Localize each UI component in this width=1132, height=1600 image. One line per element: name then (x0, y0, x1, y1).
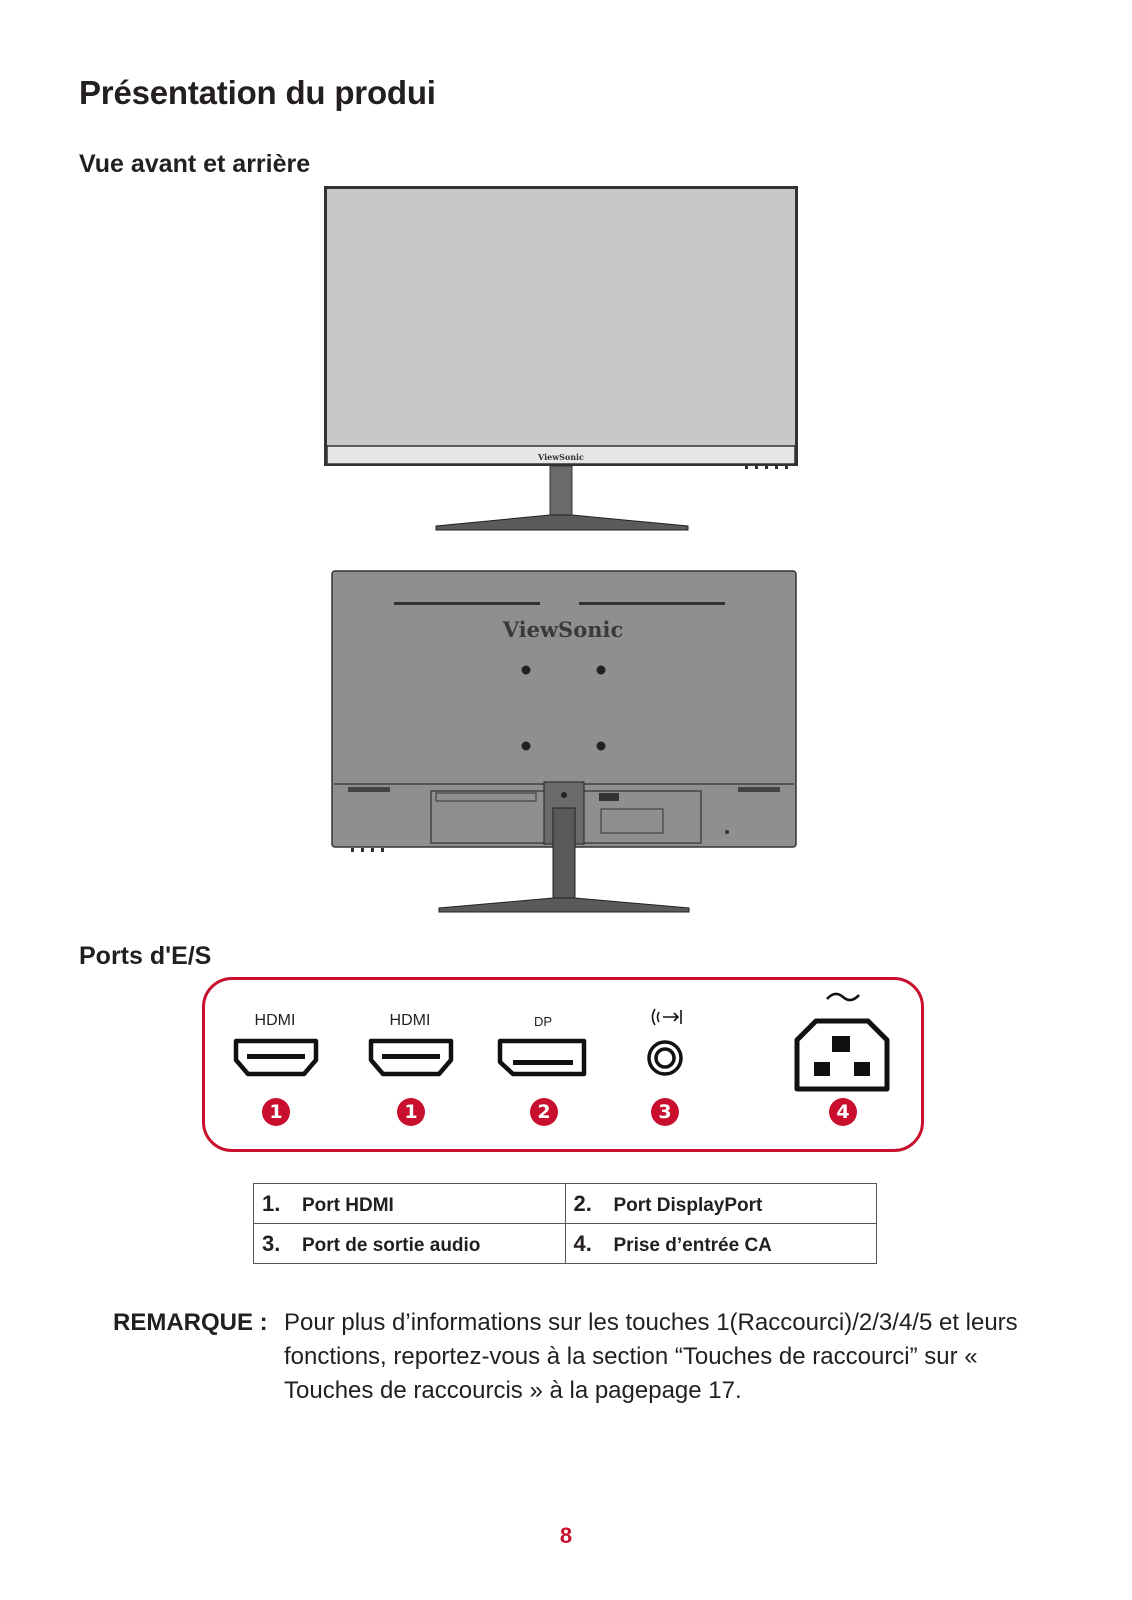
section-heading-ports: Ports d'E/S (79, 942, 212, 970)
legend-number: 2. (573, 1190, 592, 1216)
ports-legend-table: 1. Port HDMI 2. Port DisplayPort 3. Port de… (253, 1183, 877, 1264)
monitor-front-view: ViewSonic (324, 186, 798, 531)
audio-out-symbol-icon (651, 1008, 682, 1026)
legend-cell: 4. Prise d’entrée CA (564, 1223, 877, 1264)
legend-cell: 1. Port HDMI (253, 1183, 566, 1224)
legend-cell: 3. Port de sortie audio (253, 1223, 566, 1264)
legend-label: Prise d’entrée CA (613, 1234, 772, 1256)
hdmi-port-icon (233, 1038, 319, 1077)
section-heading-front-back: Vue avant et arrière (79, 150, 311, 178)
displayport-icon (497, 1038, 587, 1077)
monitor-back-view: ViewSonic (331, 570, 797, 913)
vesa-screw-holes (521, 665, 606, 751)
io-ports-panel: HDMI 1 HDMI 1 DP 2 3 4 (202, 977, 924, 1152)
page-title: Présentation du produi (79, 74, 436, 111)
port-label-hdmi-2: HDMI (389, 1012, 431, 1029)
note-text: Pour plus d’informations sur les touches… (284, 1309, 1018, 1404)
ac-symbol-icon (826, 992, 860, 1002)
badge-port-4: 4 (829, 1098, 857, 1126)
page-number: 8 (559, 1523, 573, 1548)
badge-port-3: 3 (651, 1098, 679, 1126)
legend-label: Port HDMI (302, 1194, 394, 1216)
back-logo: ViewSonic (502, 617, 624, 642)
front-buttons (745, 465, 788, 469)
badge-port-1: 1 (262, 1098, 290, 1126)
badge-port-2: 2 (530, 1098, 558, 1126)
hdmi-port-icon (368, 1038, 454, 1077)
legend-number: 4. (573, 1230, 592, 1256)
port-label-hdmi-1: HDMI (254, 1012, 296, 1029)
table-row: 3. Port de sortie audio 4. Prise d’entrée … (253, 1223, 877, 1264)
legend-number: 1. (262, 1190, 281, 1216)
ac-power-inlet-icon (794, 1018, 890, 1092)
legend-label: Port de sortie audio (302, 1234, 481, 1256)
note-label: REMARQUE : (113, 1309, 268, 1336)
front-logo: ViewSonic (537, 452, 584, 462)
legend-number: 3. (262, 1230, 281, 1256)
legend-label: Port DisplayPort (613, 1194, 763, 1216)
audio-out-icon (647, 1040, 683, 1076)
table-row: 1. Port HDMI 2. Port DisplayPort (253, 1183, 877, 1224)
badge-port-1b: 1 (397, 1098, 425, 1126)
port-label-dp: DP (533, 1014, 553, 1029)
legend-cell: 2. Port DisplayPort (564, 1183, 877, 1224)
